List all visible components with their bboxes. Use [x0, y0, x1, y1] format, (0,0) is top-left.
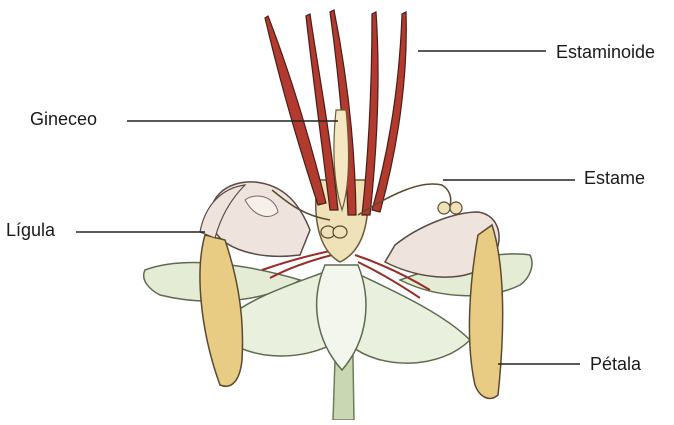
- label-petala: Pétala: [590, 354, 641, 374]
- label-gineceo: Gineceo: [30, 109, 97, 129]
- label-estame: Estame: [584, 168, 645, 188]
- label-estaminoide: Estaminoide: [556, 42, 655, 62]
- label-ligula: Lígula: [6, 220, 55, 240]
- petal-center: [317, 265, 366, 370]
- anther-center-b: [333, 226, 347, 238]
- staminode-4: [362, 12, 378, 215]
- anther-right-b: [450, 202, 462, 214]
- anther-right-a: [438, 202, 450, 214]
- ligula-left: [200, 235, 243, 386]
